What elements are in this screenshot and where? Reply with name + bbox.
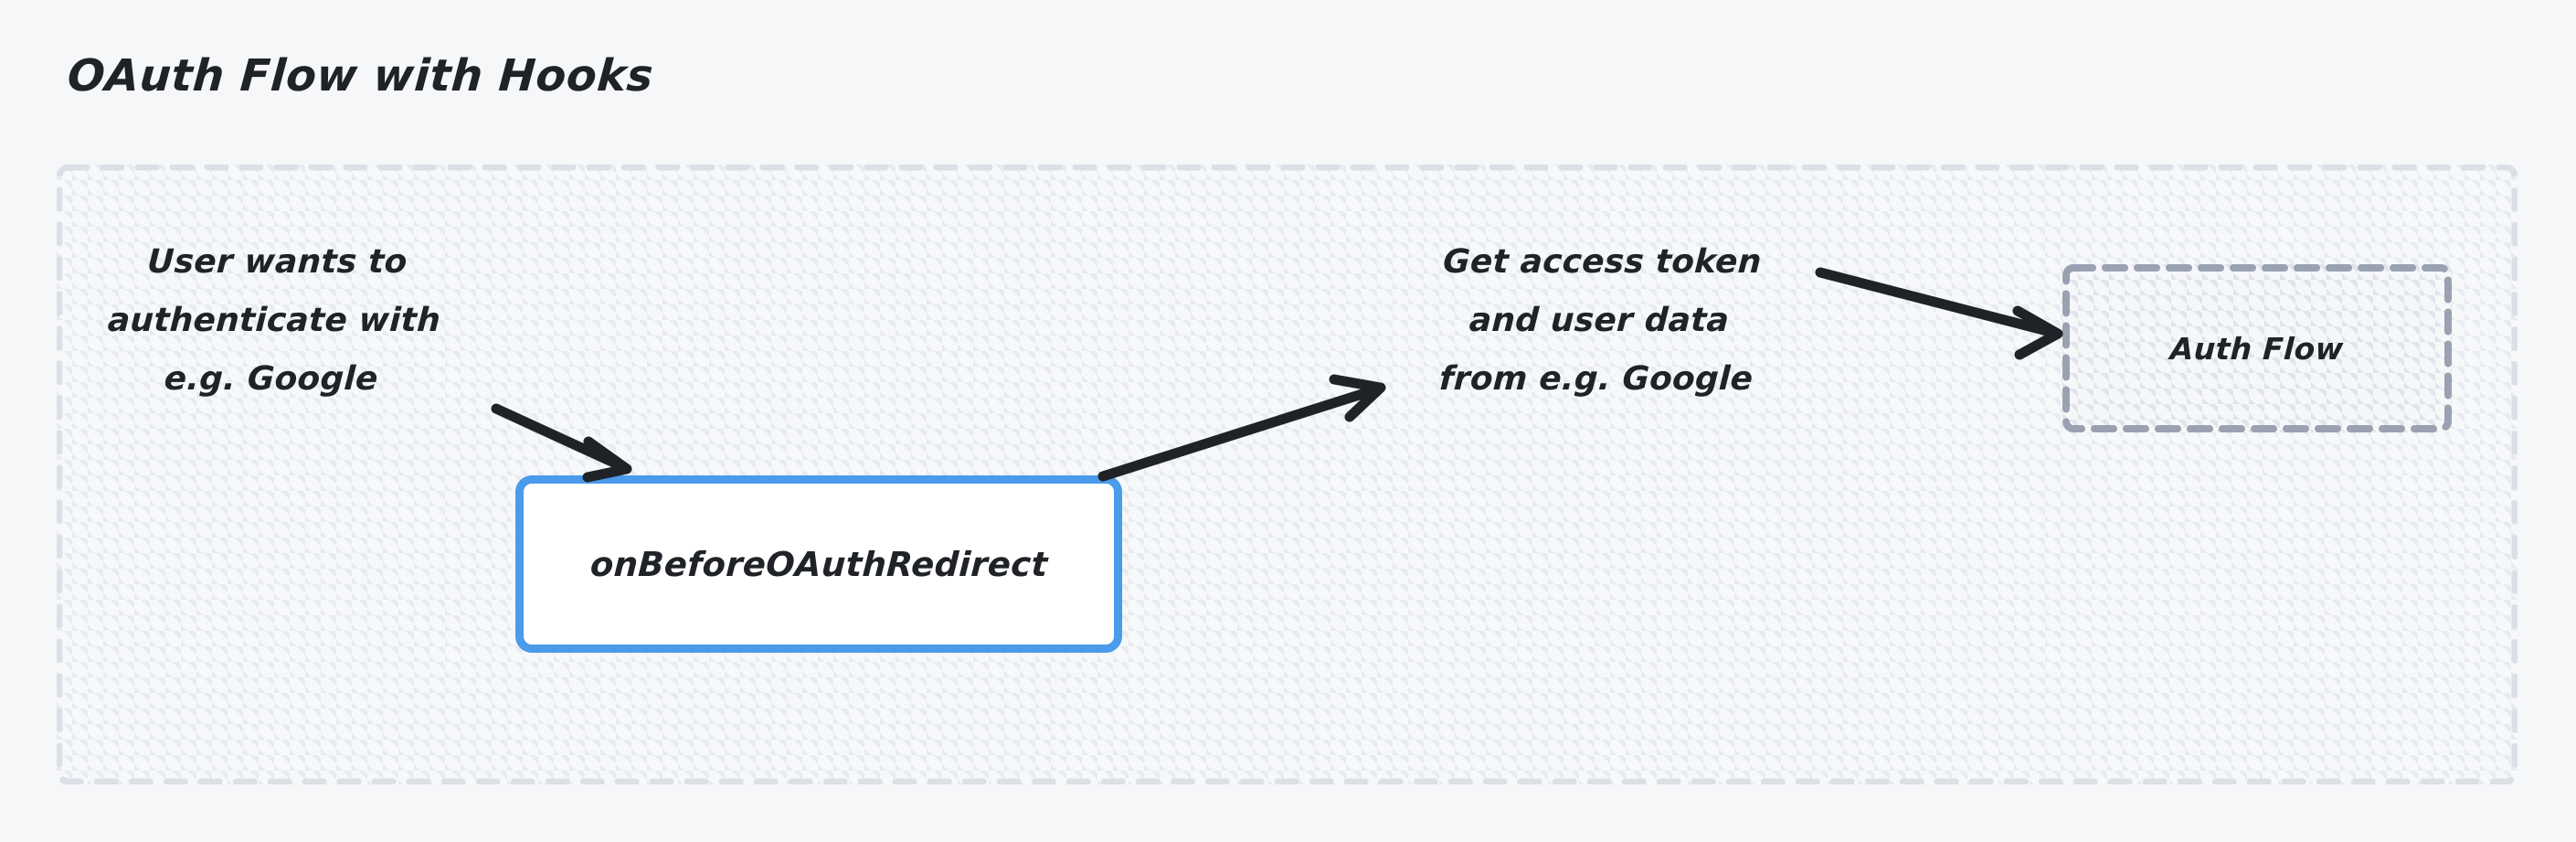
edge-label-user-authenticate: User wants to authenticate with e.g. Goo… [106, 243, 442, 398]
edge-label-access-token: Get access token and user data from e.g.… [1438, 243, 1763, 398]
node-on-before-oauth-redirect[interactable]: onBeforeOAuthRedirect [515, 475, 1122, 653]
node-label-on-before-oauth-redirect: onBeforeOAuthRedirect [588, 544, 1049, 584]
node-auth-flow[interactable]: Auth Flow [2062, 264, 2452, 432]
page-title: OAuth Flow with Hooks [66, 50, 655, 101]
node-label-auth-flow: Auth Flow [2169, 330, 2345, 367]
